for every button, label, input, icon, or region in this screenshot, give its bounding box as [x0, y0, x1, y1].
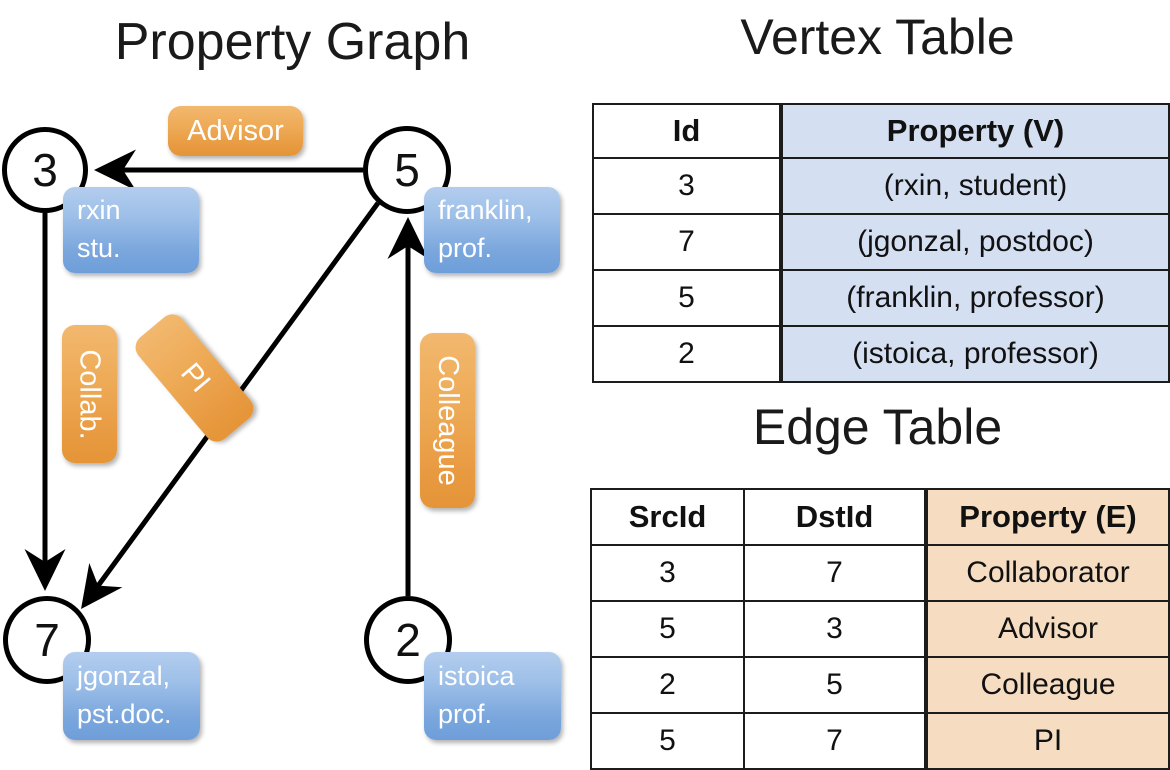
vertex-table-header-row: Id Property (V): [592, 103, 1170, 159]
vertex-property-line2: prof.: [438, 699, 493, 729]
node-2[interactable]: 2: [364, 596, 452, 684]
vertex-cell-id: 5: [592, 269, 782, 327]
vertex-property-line2: prof.: [438, 233, 493, 263]
edge-cell-srcid: 3: [590, 544, 745, 602]
vertex-cell-property: (istoica, professor): [779, 325, 1170, 383]
edge-table-title: Edge Table: [752, 399, 1003, 455]
edge-cell-property: Advisor: [924, 600, 1170, 658]
edge-cell-property: Collaborator: [924, 544, 1170, 602]
vertex-property-line1: rxin: [77, 195, 121, 226]
vertex-property-line2: stu.: [77, 233, 121, 263]
graph-title: Property Graph: [114, 13, 471, 71]
node-5-label: 5: [394, 144, 420, 196]
edge-cell-srcid: 2: [590, 656, 745, 714]
edge-label-pi-text: PI: [173, 356, 216, 399]
edge-cell-srcid: 5: [590, 600, 745, 658]
edge-label-advisor[interactable]: Advisor: [168, 106, 303, 156]
edge-label-advisor-text: Advisor: [187, 114, 284, 147]
vertex-col-property: Property (V): [779, 103, 1170, 159]
edge-label-colleague[interactable]: Colleague: [420, 333, 475, 508]
edge-col-property: Property (E): [924, 488, 1170, 546]
vertex-property-line1: franklin,: [438, 195, 533, 226]
table-row[interactable]: 7 (jgonzal, postdoc): [592, 213, 1170, 271]
edge-cell-dstid: 7: [743, 544, 927, 602]
vertex-cell-id: 3: [592, 157, 782, 215]
vertex-table-title: Vertex Table: [740, 9, 1015, 65]
edge-label-collab[interactable]: Collab.: [62, 325, 117, 463]
edge-table-header-row: SrcId DstId Property (E): [590, 488, 1170, 546]
vertex-property-line2: pst.doc.: [77, 699, 172, 729]
table-row[interactable]: 2 5 Colleague: [590, 656, 1170, 714]
vertex-property-line1: istoica: [438, 661, 515, 692]
table-row[interactable]: 5 7 PI: [590, 712, 1170, 770]
vertex-table: Id Property (V) 3 (rxin, student) 7 (jgo…: [592, 103, 1170, 383]
edge-cell-dstid: 5: [743, 656, 927, 714]
vertex-property-box-istoica[interactable]: istoica prof.: [424, 652, 561, 740]
node-5[interactable]: 5: [363, 126, 451, 214]
table-row[interactable]: 3 (rxin, student): [592, 157, 1170, 215]
edge-label-colleague-text: Colleague: [432, 355, 465, 486]
node-3-label: 3: [32, 144, 58, 196]
edge-cell-property: Colleague: [924, 656, 1170, 714]
vertex-property-box-franklin[interactable]: franklin, prof.: [424, 187, 560, 273]
vertex-property-box-rxin[interactable]: rxin stu.: [63, 187, 199, 273]
edge-cell-dstid: 7: [743, 712, 927, 770]
table-row[interactable]: 5 3 Advisor: [590, 600, 1170, 658]
property-graph-panel: Property Graph 3 5 7: [0, 0, 585, 760]
vertex-cell-id: 2: [592, 325, 782, 383]
vertex-cell-id: 7: [592, 213, 782, 271]
edge-col-srcid: SrcId: [590, 488, 745, 546]
vertex-cell-property: (jgonzal, postdoc): [779, 213, 1170, 271]
vertex-cell-property: (franklin, professor): [779, 269, 1170, 327]
table-row[interactable]: 5 (franklin, professor): [592, 269, 1170, 327]
edge-cell-dstid: 3: [743, 600, 927, 658]
edge-label-collab-text: Collab.: [74, 348, 106, 440]
vertex-cell-property: (rxin, student): [779, 157, 1170, 215]
edge-table: SrcId DstId Property (E) 3 7 Collaborato…: [590, 488, 1170, 770]
node-7-label: 7: [34, 614, 60, 666]
edge-cell-srcid: 5: [590, 712, 745, 770]
vertex-col-id: Id: [592, 103, 782, 159]
vertex-property-box-jgonzal[interactable]: jgonzal, pst.doc.: [63, 652, 200, 740]
node-2-label: 2: [395, 614, 421, 666]
table-row[interactable]: 3 7 Collaborator: [590, 544, 1170, 602]
vertex-property-line1: jgonzal,: [77, 661, 171, 692]
edge-col-dstid: DstId: [743, 488, 927, 546]
edge-cell-property: PI: [924, 712, 1170, 770]
table-row[interactable]: 2 (istoica, professor): [592, 325, 1170, 383]
